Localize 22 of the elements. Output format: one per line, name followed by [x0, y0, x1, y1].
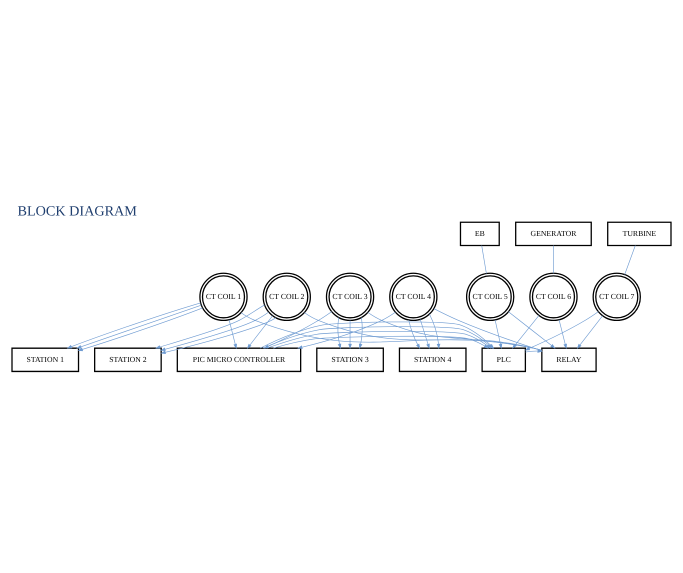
arrow [508, 311, 556, 349]
arrow [494, 320, 502, 350]
arrow [524, 311, 599, 350]
diagram-title: BLOCK DIAGRAM [18, 204, 137, 220]
arrow [429, 314, 440, 350]
arrow [512, 315, 540, 349]
arrow [228, 319, 237, 350]
arrow [348, 320, 352, 350]
connector [624, 245, 636, 275]
arrow [155, 304, 265, 349]
arrow [576, 315, 603, 349]
arrow [408, 320, 420, 349]
connector [434, 308, 542, 352]
arrow [297, 312, 396, 349]
arrow [525, 349, 543, 353]
arrow [160, 318, 276, 354]
arrow [338, 317, 342, 349]
arrow [558, 319, 567, 350]
connector [553, 245, 554, 274]
arrow [420, 319, 430, 349]
arrow [358, 317, 362, 349]
connector [481, 245, 487, 274]
